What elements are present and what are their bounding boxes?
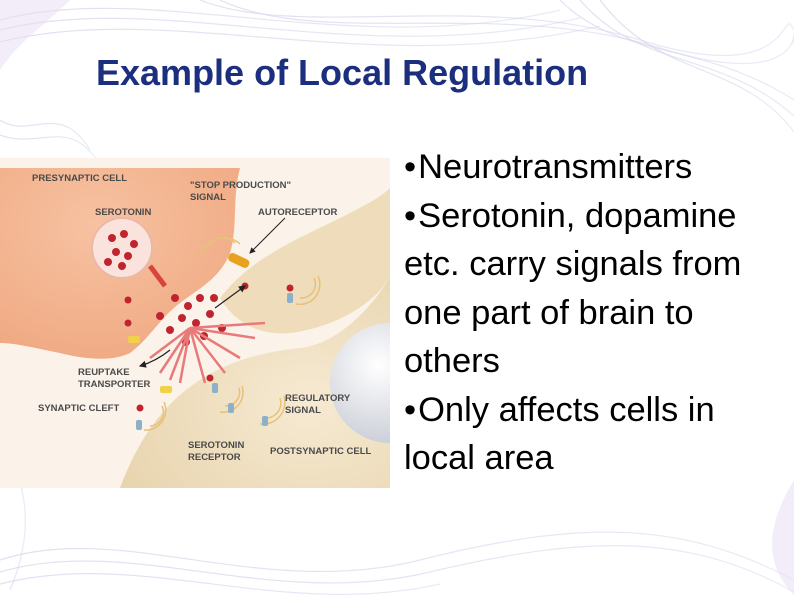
synapse-diagram: PRESYNAPTIC CELL "STOP PRODUCTION" SIGNA…	[0, 158, 390, 488]
postsynaptic-cell	[120, 278, 390, 488]
label-postsynaptic-cell: POSTSYNAPTIC CELL	[270, 446, 372, 457]
label-autoreceptor: AUTORECEPTOR	[258, 207, 337, 218]
label-regulatory-signal: SIGNAL	[285, 405, 321, 416]
label-regulatory: REGULATORY	[285, 393, 351, 404]
bullet-item-1: •Neurotransmitters	[404, 143, 794, 192]
label-serotonin-receptor-2: RECEPTOR	[188, 452, 241, 463]
label-serotonin-receptor: SEROTONIN	[188, 440, 244, 451]
label-reuptake-transporter: TRANSPORTER	[78, 379, 150, 390]
bullet-text: Neurotransmitters	[418, 148, 693, 186]
label-reuptake: REUPTAKE	[78, 367, 130, 378]
neighbor-cell	[330, 323, 390, 443]
label-serotonin: SEROTONIN	[95, 207, 151, 218]
label-stop-production-signal: SIGNAL	[190, 192, 226, 203]
diffusion-arrows	[149, 321, 266, 384]
bullet-item-3: •Only affects cells in local area	[404, 386, 794, 483]
slide-title: Example of Local Regulation	[96, 52, 589, 93]
bullet-text: Serotonin, dopamine etc. carry signals f…	[404, 196, 742, 381]
bullet-item-2: •Serotonin, dopamine etc. carry signals …	[404, 192, 794, 386]
bullet-list: •Neurotransmitters •Serotonin, dopamine …	[404, 143, 794, 483]
bullet-symbol: •	[404, 390, 417, 429]
label-synaptic-cleft: SYNAPTIC CLEFT	[38, 403, 119, 414]
signal-ripples	[143, 236, 321, 431]
bullet-text: Only affects cells in local area	[404, 390, 715, 478]
bullet-symbol: •	[404, 196, 417, 235]
label-stop-production: "STOP PRODUCTION"	[190, 180, 291, 191]
bullet-symbol: •	[404, 148, 417, 186]
label-presynaptic-cell: PRESYNAPTIC CELL	[32, 173, 127, 184]
